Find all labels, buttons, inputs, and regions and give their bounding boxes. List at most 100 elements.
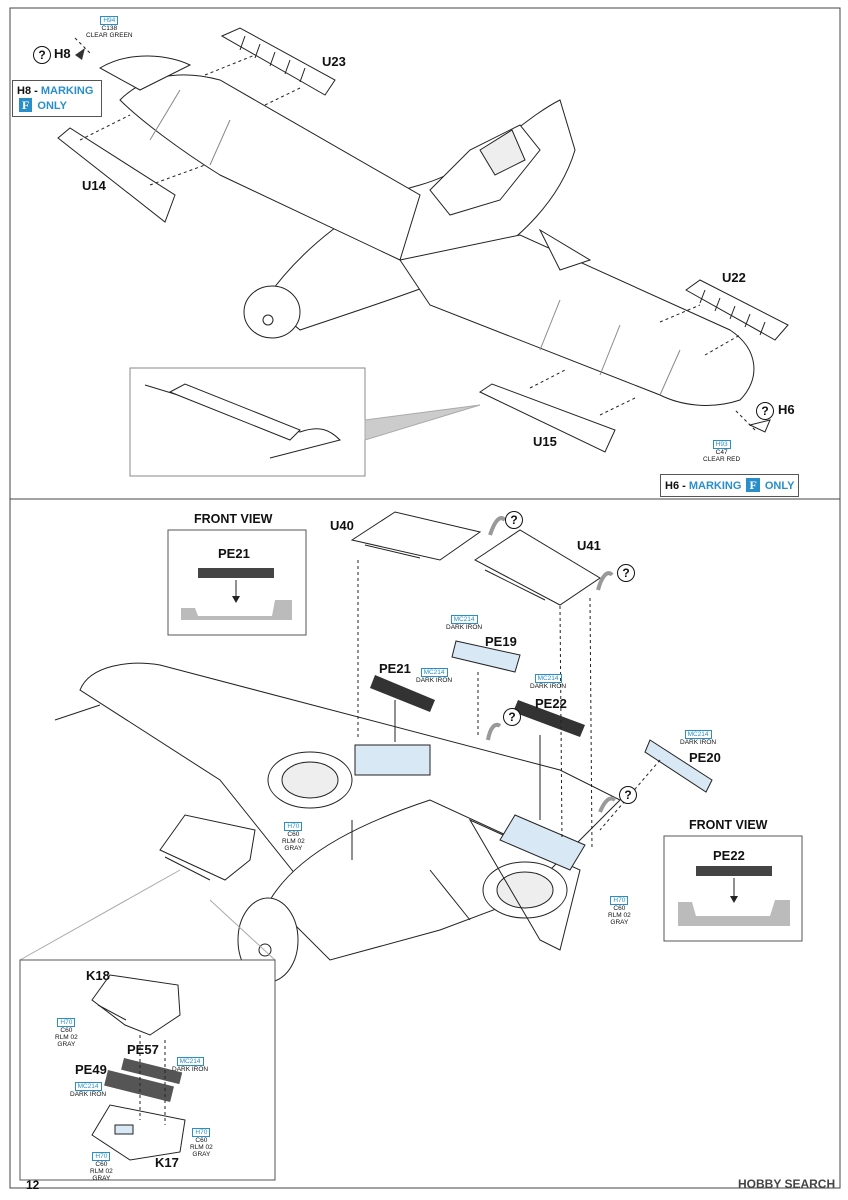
paint-callout-h94: H94 C138 CLEAR GREEN bbox=[86, 16, 133, 39]
paint-code: H70 bbox=[284, 822, 303, 831]
paint-desc: CLEAR RED bbox=[703, 456, 741, 463]
label-k18: K18 bbox=[86, 968, 110, 983]
front-view-1-pe bbox=[198, 568, 274, 578]
h8-marking-note: H8 - MARKING F ONLY bbox=[12, 80, 102, 117]
paint-name: C60 bbox=[95, 1161, 108, 1168]
paint-callout-h70: H70 C60 RLM 02 GRAY bbox=[55, 1018, 78, 1048]
detail-inset bbox=[129, 367, 481, 477]
paint-callout-mc214: MC214 DARK IRON bbox=[70, 1082, 106, 1098]
paint-desc: RLM 02 bbox=[55, 1034, 78, 1041]
wingtip-light-h6 bbox=[748, 419, 771, 433]
question-mark-icon: ? bbox=[503, 708, 521, 726]
paint-desc: DARK IRON bbox=[172, 1066, 209, 1073]
paint-desc2: GRAY bbox=[284, 845, 303, 852]
label-pe49: PE49 bbox=[75, 1062, 107, 1077]
paint-code: MC214 bbox=[176, 1057, 204, 1066]
part-pe19-shape bbox=[451, 640, 521, 673]
part-k18-top-shape bbox=[159, 814, 256, 881]
question-mark-icon: ? bbox=[619, 786, 637, 804]
paint-code: MC214 bbox=[74, 1082, 102, 1091]
paint-callout-h70: H70 C60 RLM 02 GRAY bbox=[282, 822, 305, 852]
paint-name: C60 bbox=[195, 1137, 208, 1144]
paint-callout-mc214: MC214 DARK IRON bbox=[446, 615, 482, 631]
label-pe21: PE21 bbox=[379, 661, 411, 676]
label-h8: H8 bbox=[54, 46, 71, 61]
front-view-1-profile bbox=[181, 600, 292, 620]
wingtip-light-h8 bbox=[75, 48, 85, 60]
paint-callout-h70: H70 C60 RLM 02 GRAY bbox=[608, 896, 631, 926]
label-pe20: PE20 bbox=[689, 750, 721, 765]
paint-name: C60 bbox=[613, 905, 626, 912]
motion-arrow bbox=[598, 796, 617, 813]
paint-desc: DARK IRON bbox=[70, 1091, 107, 1098]
paint-desc2: GRAY bbox=[57, 1041, 76, 1048]
paint-desc: RLM 02 bbox=[190, 1144, 213, 1151]
page-number: 12 bbox=[26, 1178, 40, 1192]
paint-callout-mc214: MC214 DARK IRON bbox=[530, 674, 566, 690]
front-view-2-profile bbox=[678, 900, 790, 926]
motion-arrow bbox=[488, 516, 507, 536]
motion-arrow bbox=[596, 571, 614, 591]
part-pe21-shape bbox=[370, 675, 435, 712]
label-h6: H6 bbox=[778, 402, 795, 417]
radiator-left bbox=[354, 744, 431, 776]
label-k17: K17 bbox=[155, 1155, 179, 1170]
marking-f-badge: F bbox=[19, 98, 33, 112]
part-k18-shape bbox=[91, 974, 181, 1036]
paint-desc2: GRAY bbox=[610, 919, 629, 926]
marking-part: H8 - bbox=[17, 85, 41, 97]
paint-callout-mc214: MC214 DARK IRON bbox=[416, 668, 452, 684]
label-u23: U23 bbox=[322, 54, 346, 69]
paint-desc: DARK IRON bbox=[446, 624, 483, 631]
front-view-2-pe bbox=[696, 866, 772, 876]
paint-callout-h70: H70 C60 RLM 02 GRAY bbox=[90, 1152, 113, 1182]
paint-desc: RLM 02 bbox=[90, 1168, 113, 1175]
bottom-assembly-lines bbox=[351, 560, 661, 860]
page-frame bbox=[9, 7, 841, 1189]
paint-desc: RLM 02 bbox=[282, 838, 305, 845]
paint-callout-mc214: MC214 DARK IRON bbox=[172, 1057, 208, 1073]
paint-callout-h70: H70 C60 RLM 02 GRAY bbox=[190, 1128, 213, 1158]
front-view-1-title: FRONT VIEW bbox=[194, 512, 273, 526]
paint-code: H94 bbox=[100, 16, 119, 25]
label-pe19: PE19 bbox=[485, 634, 517, 649]
marking-only: ONLY bbox=[764, 480, 795, 492]
paint-code: H93 bbox=[712, 440, 731, 449]
label-u40: U40 bbox=[330, 518, 354, 533]
question-mark-icon: ? bbox=[33, 46, 51, 64]
question-mark-icon: ? bbox=[617, 564, 635, 582]
marking-only: ONLY bbox=[37, 100, 67, 112]
paint-name: C138 bbox=[101, 25, 118, 32]
paint-code: MC214 bbox=[534, 674, 562, 683]
part-u15-shape bbox=[478, 383, 616, 453]
part-u22-shape bbox=[685, 279, 789, 341]
top-assembly-lines bbox=[74, 37, 756, 431]
top-aircraft-drawing bbox=[98, 55, 755, 406]
paint-desc: RLM 02 bbox=[608, 912, 631, 919]
part-u41-shape bbox=[474, 529, 601, 606]
marking-part: H6 - bbox=[665, 480, 689, 492]
paint-name: C60 bbox=[60, 1027, 73, 1034]
part-u23-shape bbox=[220, 27, 336, 96]
paint-desc: DARK IRON bbox=[416, 677, 453, 684]
front-view-2-part: PE22 bbox=[713, 848, 745, 863]
front-view-2-title: FRONT VIEW bbox=[689, 818, 768, 832]
paint-code: H70 bbox=[192, 1128, 211, 1137]
paint-code: MC214 bbox=[450, 615, 478, 624]
paint-code: H70 bbox=[57, 1018, 76, 1027]
h6-marking-note: H6 - MARKING F ONLY bbox=[660, 474, 800, 497]
paint-desc: DARK IRON bbox=[530, 683, 567, 690]
part-pe20-shape bbox=[644, 739, 713, 793]
part-pe22-shape bbox=[513, 700, 585, 737]
part-u40-shape bbox=[350, 511, 482, 561]
paint-code: H70 bbox=[92, 1152, 111, 1161]
part-k17-shape bbox=[91, 1104, 186, 1161]
watermark: HOBBY SEARCH bbox=[738, 1177, 836, 1191]
paint-desc: CLEAR GREEN bbox=[86, 32, 133, 39]
paint-name: C60 bbox=[287, 831, 300, 838]
question-mark-icon: ? bbox=[505, 511, 523, 529]
part-u14-shape bbox=[57, 127, 176, 223]
paint-callout-h93: H93 C47 CLEAR RED bbox=[703, 440, 740, 463]
marking-f-badge: F bbox=[746, 478, 760, 492]
